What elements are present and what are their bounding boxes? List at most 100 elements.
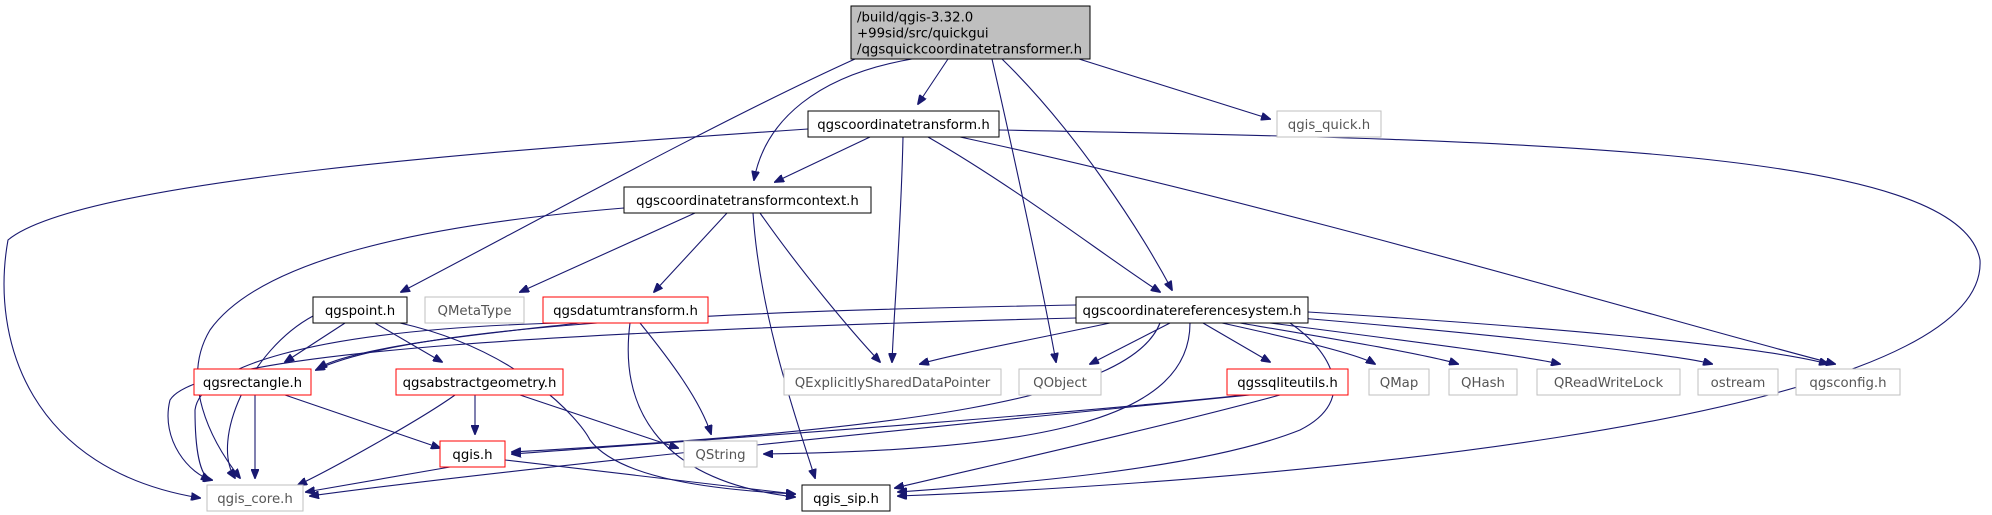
node-label: qgis_sip.h bbox=[813, 492, 879, 507]
node-box bbox=[193, 368, 312, 396]
node-box bbox=[683, 440, 758, 468]
node-label: QHash bbox=[1461, 376, 1505, 391]
edge-qgscoordinatereferencesystem-to-qexplicitly bbox=[920, 322, 1111, 364]
node-box bbox=[783, 368, 1002, 396]
node-qhash[interactable]: QHash bbox=[1448, 368, 1518, 396]
node-qgis_core[interactable]: qgis_core.h bbox=[206, 484, 304, 512]
edge-qgsdatumtransform-to-qstring bbox=[639, 322, 711, 434]
node-box bbox=[1795, 368, 1901, 396]
node-box bbox=[1697, 368, 1779, 396]
node-qexplicitly[interactable]: QExplicitlySharedDataPointer bbox=[783, 368, 1002, 396]
node-box bbox=[807, 110, 1000, 138]
edge-qgscoordinatereferencesystem-to-qobject bbox=[1090, 322, 1171, 364]
edge-qgspoint-to-qgis_core bbox=[227, 315, 314, 478]
node-box bbox=[395, 368, 564, 396]
edge-qgis-to-qgis_core bbox=[306, 466, 451, 492]
edge-qgscoordinatetransformcontext-to-qmetatype bbox=[520, 212, 696, 292]
node-qgsdatumtransform[interactable]: qgsdatumtransform.h bbox=[542, 296, 709, 324]
edge-root-to-qobject bbox=[991, 58, 1056, 362]
node-qobject[interactable]: QObject bbox=[1018, 368, 1102, 396]
edge-qgscoordinatetransform-to-qgscoordinatereferencesystem bbox=[927, 136, 1160, 292]
edge-qgscoordinatetransformcontext-to-qgis_core bbox=[197, 207, 625, 478]
node-qmap[interactable]: QMap bbox=[1368, 368, 1430, 396]
edge-qgscoordinatetransform-to-qgis_core bbox=[3, 128, 809, 498]
node-box bbox=[424, 296, 525, 324]
node-qgspoint[interactable]: qgspoint.h bbox=[312, 296, 408, 324]
edge-qgscoordinatetransform-to-qexplicitly bbox=[892, 136, 904, 362]
node-label: QMetaType bbox=[437, 304, 511, 319]
node-qmetatype[interactable]: QMetaType bbox=[424, 296, 525, 324]
node-box bbox=[206, 484, 304, 512]
edge-qgspoint-to-qgsrectangle bbox=[285, 322, 346, 362]
edge-root-to-qgscoordinatetransform bbox=[918, 58, 949, 104]
node-label: QObject bbox=[1033, 376, 1087, 391]
node-label: qgscoordinatereferencesystem.h bbox=[1083, 304, 1302, 319]
edge-qgsabstractgeometry-to-qstring bbox=[519, 394, 678, 448]
node-label: +99sid/src/quickgui bbox=[857, 27, 989, 42]
edge-qgssqliteutils-to-qgis bbox=[512, 394, 1246, 454]
edge-qgscoordinatetransform-to-qgis_sip bbox=[898, 129, 1981, 496]
node-box bbox=[1368, 368, 1430, 396]
edge-root-to-qgscoordinatetransformcontext bbox=[754, 58, 913, 180]
edge-qgscoordinatereferencesystem-to-qgis bbox=[512, 322, 1161, 452]
node-label: /qgsquickcoordinatetransformer.h bbox=[857, 43, 1082, 58]
node-qgis_sip[interactable]: qgis_sip.h bbox=[801, 484, 891, 512]
node-label: qgssqliteutils.h bbox=[1237, 376, 1338, 391]
node-qgsrectangle[interactable]: qgsrectangle.h bbox=[193, 368, 312, 396]
edge-qgscoordinatereferencesystem-to-qgis_sip bbox=[898, 322, 1335, 492]
node-label: QString bbox=[695, 448, 745, 463]
node-label: qgis_core.h bbox=[217, 492, 293, 507]
edge-qgscoordinatereferencesystem-to-qgssqliteutils bbox=[1202, 322, 1270, 362]
node-box bbox=[623, 186, 872, 214]
node-box bbox=[1018, 368, 1102, 396]
edge-qgssqliteutils-to-qgis_sip bbox=[895, 394, 1281, 488]
node-label: QExplicitlySharedDataPointer bbox=[795, 376, 991, 391]
node-box bbox=[1075, 296, 1309, 324]
node-label: qgsabstractgeometry.h bbox=[403, 376, 557, 391]
edge-qgscoordinatereferencesystem-to-qhash bbox=[1239, 322, 1458, 364]
node-box bbox=[850, 5, 1091, 60]
node-qgscoordinatereferencesystem[interactable]: qgscoordinatereferencesystem.h bbox=[1075, 296, 1309, 324]
edge-qgspoint-to-qgsabstractgeometry bbox=[374, 322, 442, 362]
node-box bbox=[1448, 368, 1518, 396]
edge-qgscoordinatereferencesystem-to-qgsconfig bbox=[1307, 311, 1828, 364]
edge-qgscoordinatereferencesystem-to-qmap bbox=[1221, 322, 1375, 364]
node-qgsconfig[interactable]: qgsconfig.h bbox=[1795, 368, 1901, 396]
node-box bbox=[439, 440, 506, 468]
node-label: QMap bbox=[1380, 376, 1419, 391]
nodes: /build/qgis-3.32.0+99sid/src/quickgui/qg… bbox=[193, 5, 1901, 512]
node-root[interactable]: /build/qgis-3.32.0+99sid/src/quickgui/qg… bbox=[850, 5, 1091, 60]
node-qgis[interactable]: qgis.h bbox=[439, 440, 506, 468]
node-box bbox=[1226, 368, 1349, 396]
node-label: QReadWriteLock bbox=[1554, 376, 1664, 391]
node-label: qgis_quick.h bbox=[1288, 118, 1370, 133]
edge-qgscoordinatereferencesystem-to-qstring bbox=[764, 322, 1191, 454]
node-qgsabstractgeometry[interactable]: qgsabstractgeometry.h bbox=[395, 368, 564, 396]
edge-qgscoordinatetransform-to-qgscoordinatetransformcontext bbox=[775, 136, 871, 182]
edge-qgscoordinatetransformcontext-to-qexplicitly bbox=[759, 212, 880, 362]
edge-qgsabstractgeometry-to-qgis_core bbox=[298, 394, 456, 485]
edge-qgspoint-to-qgis_sip bbox=[399, 322, 795, 494]
node-label: qgsconfig.h bbox=[1809, 376, 1886, 391]
node-qgssqliteutils[interactable]: qgssqliteutils.h bbox=[1226, 368, 1349, 396]
node-label: qgis.h bbox=[452, 448, 492, 463]
node-label: qgscoordinatetransformcontext.h bbox=[636, 194, 859, 209]
node-qreadwritelock[interactable]: QReadWriteLock bbox=[1536, 368, 1681, 396]
edge-qgscoordinatereferencesystem-to-ostream bbox=[1299, 317, 1712, 364]
edge-qgscoordinatereferencesystem-to-qreadwritelock bbox=[1269, 322, 1560, 364]
edge-qgscoordinatetransform-to-qgsconfig bbox=[959, 136, 1835, 364]
node-label: /build/qgis-3.32.0 bbox=[857, 11, 973, 26]
node-box bbox=[312, 296, 408, 324]
node-qgscoordinatetransform[interactable]: qgscoordinatetransform.h bbox=[807, 110, 1000, 138]
edge-qgsdatumtransform-to-qgis_sip bbox=[627, 322, 795, 497]
edge-qgscoordinatetransformcontext-to-qgsdatumtransform bbox=[654, 212, 728, 292]
node-qgis_quick[interactable]: qgis_quick.h bbox=[1276, 110, 1382, 138]
node-ostream[interactable]: ostream bbox=[1697, 368, 1779, 396]
edge-qgscoordinatereferencesystem-to-qgis_core bbox=[167, 317, 1077, 480]
edge-root-to-qgspoint bbox=[401, 58, 856, 292]
edge-qgscoordinatetransformcontext-to-qgis_sip bbox=[752, 212, 815, 478]
edge-root-to-qgscoordinatereferencesystem bbox=[1001, 58, 1172, 290]
node-qgscoordinatetransformcontext[interactable]: qgscoordinatetransformcontext.h bbox=[623, 186, 872, 214]
node-qstring[interactable]: QString bbox=[683, 440, 758, 468]
